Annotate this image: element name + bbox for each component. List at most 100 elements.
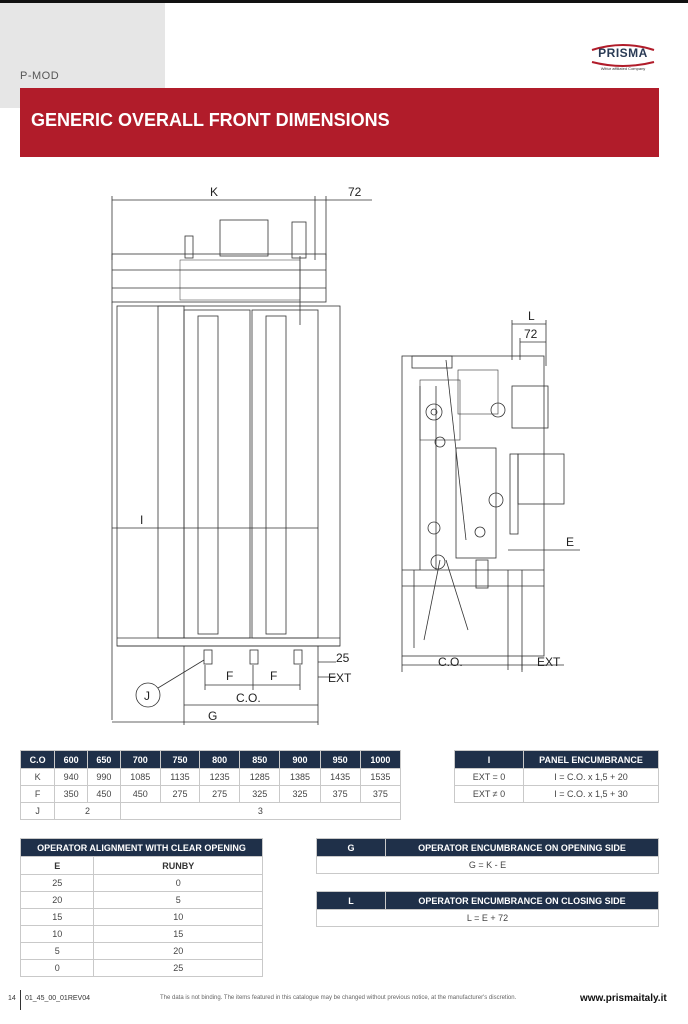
table-cell: 0 [93,874,263,892]
table-header-cell: E [19,856,95,875]
table-cell: 990 [86,768,121,786]
top-rule [0,0,688,3]
callout-j-label: J [144,689,150,703]
table-cell: 10 [19,925,95,943]
clear-opening-table: C.O 600 650 700 750 800 850 900 950 1000… [19,750,402,820]
table-header-cell: 800 [199,750,241,769]
table-header-cell: 600 [54,750,88,769]
table-row: 10 15 [19,925,263,943]
dim-ext-label: EXT [328,671,352,685]
table-cell: 1285 [239,768,281,786]
table-row: EXT = 0 I = C.O. x 1,5 + 20 [454,768,659,786]
page-title: GENERIC OVERALL FRONT DIMENSIONS [31,110,390,130]
table-cell: 1235 [199,768,241,786]
table-header-cell: 850 [239,750,281,769]
dim-l-label: L [528,309,535,323]
table-cell: 1435 [319,768,361,786]
table-cell: 1535 [359,768,402,786]
dim-g-label: G [208,709,217,723]
table-cell: L = E + 72 [316,909,659,927]
operator-opening-side-table: G OPERATOR ENCUMBRANCE ON OPENING SIDE G… [316,838,659,874]
table-cell: I = C.O. x 1,5 + 30 [523,785,659,803]
table-cell: 2 [54,802,121,820]
table-cell: 25 [93,959,263,977]
table-cell: 350 [54,785,88,803]
table-cell: 15 [93,925,263,943]
table-header-cell: 1000 [359,750,402,769]
document-code: 01_45_00_01REV04 [25,995,91,1002]
table-cell: 5 [19,942,95,960]
table-header-row: L OPERATOR ENCUMBRANCE ON CLOSING SIDE [316,891,659,910]
dim-co-label: C.O. [236,691,261,705]
table-cell: G = K - E [316,856,659,874]
table-title-cell: OPERATOR ALIGNMENT WITH CLEAR OPENING [20,838,263,857]
table-header-cell: OPERATOR ENCUMBRANCE ON CLOSING SIDE [385,891,659,910]
title-banner: GENERIC OVERALL FRONT DIMENSIONS [20,88,659,157]
dim-co2-label: C.O. [438,655,463,669]
dim-25-label: 25 [336,651,350,665]
table-cell: 275 [199,785,241,803]
table-header-row: C.O 600 650 700 750 800 850 900 950 1000 [19,750,402,769]
front-dimensions-drawing: K 72 I 25 F F EXT J C.O. G L 72 E C.O. E… [111,185,580,725]
table-header-cell: 950 [319,750,361,769]
table-cell: 3 [119,802,402,820]
table-header-cell: 900 [279,750,321,769]
table-cell: 275 [159,785,201,803]
table-header-cell: 750 [159,750,201,769]
table-cell: 940 [54,768,88,786]
dim-i-label: I [140,513,143,527]
dim-ext2-label: EXT [537,655,561,669]
table-cell: 325 [239,785,281,803]
table-row: L = E + 72 [316,909,659,927]
panel-encumbrance-table: I PANEL ENCUMBRANCE EXT = 0 I = C.O. x 1… [454,750,659,803]
table-cell: EXT = 0 [454,768,524,786]
operator-closing-side-table: L OPERATOR ENCUMBRANCE ON CLOSING SIDE L… [316,891,659,927]
table-cell: 25 [19,874,95,892]
table-cell: 325 [279,785,321,803]
table-cell: K [19,768,56,786]
table-header-cell: 650 [86,750,121,769]
dim-e-label: E [566,535,574,549]
table-header-cell: G [316,838,386,857]
table-cell: 10 [93,908,263,926]
table-header-cell: RUNBY [93,856,263,875]
website-link[interactable]: www.prismaitaly.it [580,993,667,1004]
table-row: 5 20 [19,942,263,960]
prisma-logo: PRISMA Wittur affiliated Company [588,42,658,76]
operator-alignment-table: OPERATOR ALIGNMENT WITH CLEAR OPENING E … [19,838,263,977]
dim-72b-label: 72 [524,327,538,341]
table-cell: 5 [93,891,263,909]
table-header-cell: OPERATOR ENCUMBRANCE ON OPENING SIDE [385,838,659,857]
table-header-cell: L [316,891,386,910]
table-cell: F [19,785,56,803]
table-header-row: G OPERATOR ENCUMBRANCE ON OPENING SIDE [316,838,659,857]
table-header-cell: C.O [19,750,56,769]
table-header-row: OPERATOR ALIGNMENT WITH CLEAR OPENING [20,838,263,857]
table-cell: 20 [19,891,95,909]
table-cell: 1135 [159,768,201,786]
table-row: 0 25 [19,959,263,977]
page-footer: 14 01_45_00_01REV04 The data is not bind… [0,990,688,1010]
table-cell: J [19,802,56,820]
table-subheader-row: E RUNBY [19,856,263,875]
table-row: F 350 450 450 275 275 325 325 375 375 [19,785,402,803]
table-cell: 375 [359,785,402,803]
section-label: P-MOD [20,70,60,82]
table-row: 25 0 [19,874,263,892]
table-header-cell: PANEL ENCUMBRANCE [523,750,659,769]
table-cell: 375 [319,785,361,803]
table-row: EXT ≠ 0 I = C.O. x 1,5 + 30 [454,785,659,803]
table-cell: 1085 [119,768,161,786]
table-cell: I = C.O. x 1,5 + 20 [523,768,659,786]
table-header-row: I PANEL ENCUMBRANCE [454,750,659,769]
table-row: 20 5 [19,891,263,909]
table-cell: 0 [19,959,95,977]
table-cell: EXT ≠ 0 [454,785,524,803]
footer-divider [20,990,21,1010]
logo-tagline: Wittur affiliated Company [600,66,646,71]
table-cell: 450 [86,785,121,803]
table-row: K 940 990 1085 1135 1235 1285 1385 1435 … [19,768,402,786]
logo-word: PRISMA [598,46,648,60]
dim-f2-label: F [270,669,277,683]
table-cell: 1385 [279,768,321,786]
